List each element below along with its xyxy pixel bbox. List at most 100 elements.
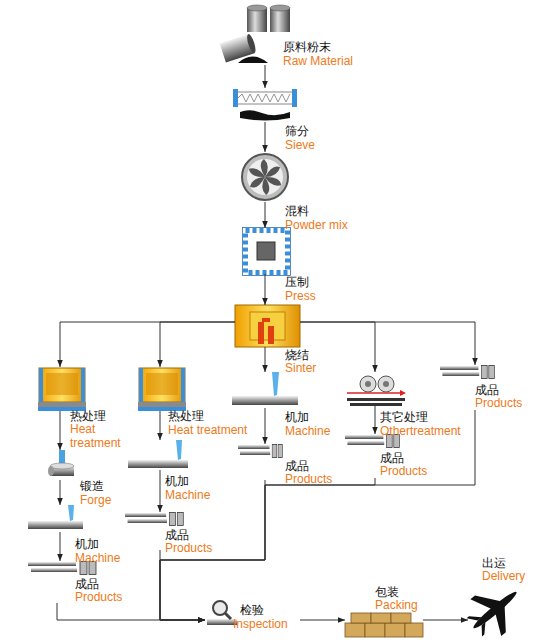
- machining-icon: [272, 372, 279, 396]
- step-label-en: Inspection: [233, 617, 288, 631]
- step-label-zh: 成品: [475, 383, 499, 397]
- flow-arrow: [60, 480, 61, 505]
- flow-arrow: [265, 347, 266, 372]
- packing-boxes: [385, 623, 405, 637]
- flow-arrow: [60, 411, 61, 450]
- machining-icon: [28, 521, 83, 529]
- sieve-icon: [238, 94, 290, 102]
- other-treatment-rollers: [347, 376, 406, 406]
- sieve-icon: [292, 89, 297, 107]
- flow-arrow: [160, 470, 161, 512]
- other-treatment-rollers: [400, 390, 406, 396]
- raw-material-drums: [270, 5, 290, 11]
- flow-arrow: [300, 620, 345, 621]
- machining-icon: [68, 505, 74, 521]
- raw-material-drums: [247, 5, 267, 11]
- forge-icon: [48, 466, 54, 476]
- step-label-zh: 包装: [375, 585, 399, 599]
- delivery-plane: [470, 585, 500, 615]
- process-step: 包装Packing: [345, 613, 423, 638]
- process-step: 混料Powder mix: [240, 152, 290, 202]
- delivery-plane: [467, 610, 482, 625]
- products-icon: [125, 513, 183, 526]
- process-step: 热处理Heat treatment: [138, 367, 186, 411]
- raw-material-drums: [245, 33, 257, 54]
- process-step: 锻造Forge: [48, 450, 76, 480]
- process-step: 机加Machine: [128, 440, 188, 470]
- step-label-zh: 筛分: [285, 124, 309, 138]
- sieve-icon: [240, 110, 290, 120]
- step-label-en: Products: [165, 541, 212, 555]
- mixer-icon: [242, 154, 288, 200]
- sieve-icon: [233, 89, 238, 107]
- press-die-icon: [243, 228, 291, 276]
- flow-arrow: [300, 322, 475, 365]
- raw-material-drums: [238, 57, 268, 64]
- sinter-furnace-icon: [268, 326, 274, 344]
- process-step: 成品Products: [345, 434, 435, 478]
- step-label-en: Products: [285, 472, 332, 486]
- process-step: 成品Products: [440, 365, 530, 410]
- heat-treatment-furnace: [38, 368, 86, 411]
- heat-treatment-furnace: [38, 368, 186, 411]
- delivery-plane: [476, 622, 491, 637]
- flow-arrow: [265, 202, 266, 228]
- step-label-en: Raw Material: [283, 54, 353, 68]
- packing-boxes: [345, 613, 423, 637]
- step-label-en: Heat treatment: [168, 423, 247, 437]
- press-die-icon: [243, 228, 291, 276]
- step-label-zh: 原料粉末: [283, 40, 331, 54]
- machining-icon: [128, 460, 188, 468]
- flow-arrow: [160, 550, 205, 620]
- step-label-en: Products: [475, 396, 522, 410]
- step-label-en: Packing: [375, 598, 418, 612]
- heat-treatment-furnace: [138, 368, 186, 411]
- other-treatment-rollers: [383, 381, 389, 387]
- other-treatment-rollers: [360, 376, 376, 392]
- mixer-icon: [264, 173, 283, 188]
- step-label-en: Powder mix: [285, 218, 348, 232]
- step-label-zh: 出运: [482, 556, 506, 570]
- process-step: 出运Delivery: [468, 585, 523, 635]
- step-label-zh: 成品: [285, 459, 309, 473]
- process-step: 成品Products: [238, 444, 333, 480]
- step-label-en: Sieve: [285, 138, 315, 152]
- delivery-plane: [471, 589, 519, 631]
- delivery-plane: [488, 606, 518, 636]
- other-treatment-rollers: [347, 392, 400, 394]
- step-label-zh: 混料: [285, 204, 309, 218]
- mixer-icon: [247, 159, 283, 195]
- step-label-en: Products: [75, 590, 122, 604]
- step-label-zh: 成品: [165, 528, 189, 542]
- step-label-en: Delivery: [482, 569, 525, 583]
- flow-arrow: [265, 408, 266, 444]
- packing-boxes: [405, 623, 423, 637]
- step-label-zh: 热处理: [168, 409, 204, 423]
- flow-arrow: [265, 122, 266, 152]
- process-step: 机加Machine: [28, 505, 83, 532]
- press-die-icon: [257, 242, 275, 260]
- step-label-en: Machine: [285, 424, 330, 438]
- flow-arrow: [265, 274, 266, 305]
- mixer-icon: [247, 159, 282, 195]
- inspection-magnifier: [207, 619, 237, 625]
- flow-arrow: [423, 620, 468, 621]
- flow-arrow: [57, 603, 205, 620]
- other-treatment-rollers: [347, 398, 405, 401]
- raw-material-drums: [247, 8, 267, 32]
- delivery-plane: [458, 574, 532, 640]
- step-label-zh: 机加: [75, 537, 99, 551]
- step-label-zh: 烧结: [285, 348, 309, 362]
- sinter-furnace-icon: [235, 305, 300, 347]
- process-step: 检验Inspection: [205, 600, 300, 630]
- forge-icon: [50, 463, 74, 469]
- step-label-en: Sinter: [285, 361, 316, 375]
- step-label-en: Machine: [165, 488, 210, 502]
- raw-material-drums: [270, 8, 290, 32]
- raw-material-drums: [220, 34, 255, 62]
- mixer-icon: [262, 177, 269, 195]
- step-label-zh: 检验: [240, 603, 264, 617]
- step-label-zh: 压制: [285, 275, 309, 289]
- step-label-en: Heat treatment: [70, 422, 132, 450]
- inspection-magnifier: [213, 601, 227, 615]
